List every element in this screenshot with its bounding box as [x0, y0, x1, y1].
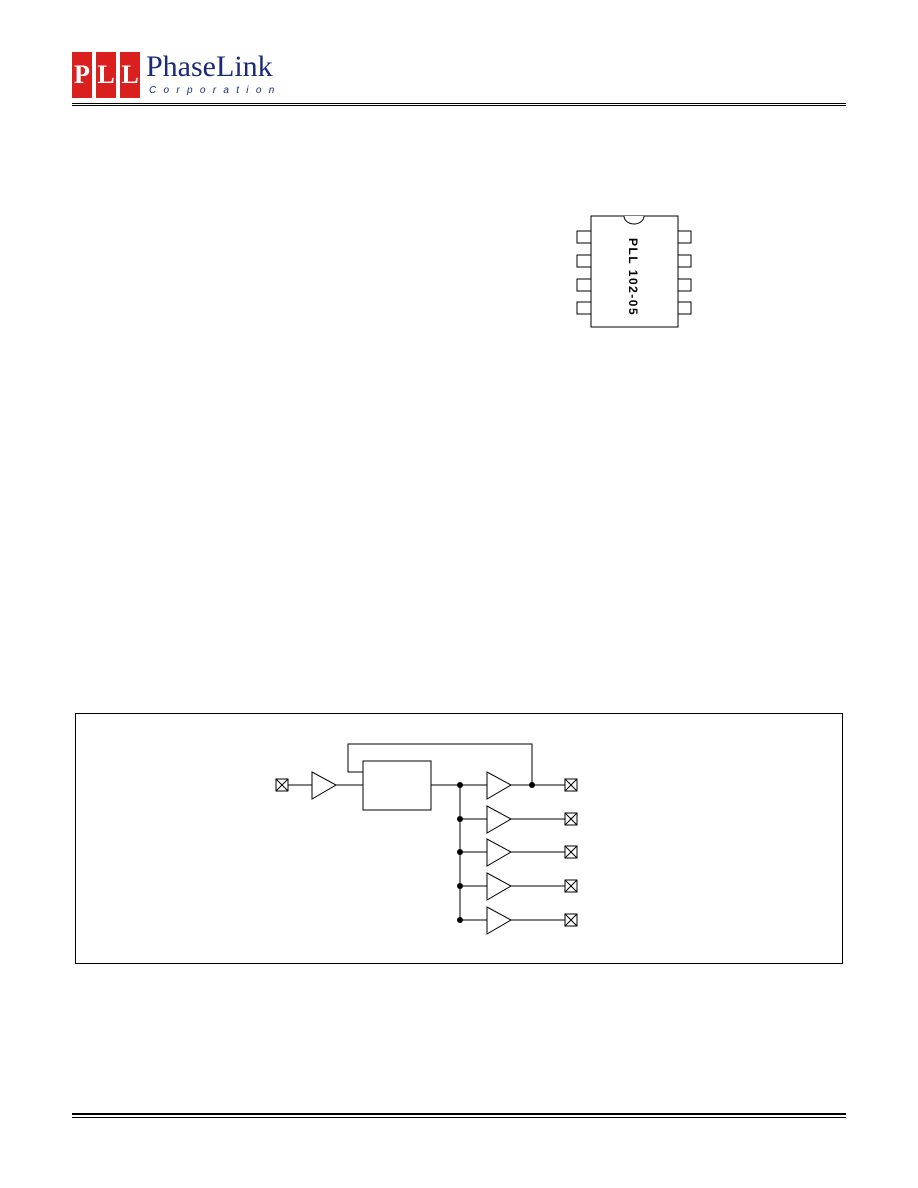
footer-rule-top	[72, 1113, 846, 1115]
output-pad-4-cross-2	[564, 879, 578, 893]
output-buffer-4	[486, 872, 513, 901]
package-pin-right-2	[677, 254, 692, 268]
logo-letter-l1: L	[96, 52, 116, 98]
package-pin-right-4	[677, 301, 692, 315]
package-pin-left-2	[576, 254, 592, 268]
package-pinout-diagram: PLL 102-05	[576, 215, 692, 328]
output-buffer-3	[486, 838, 513, 867]
package-body	[590, 215, 679, 328]
output-buffer-1	[486, 771, 513, 800]
output-buffer-2	[486, 805, 513, 834]
output-pad-3-cross-2	[564, 845, 578, 859]
block-diagram	[275, 743, 578, 935]
logo-letter-l2: L	[120, 52, 140, 98]
logo-company-subtitle: Corporation	[149, 85, 282, 96]
feedback-junction-dot	[529, 782, 535, 788]
input-buffer	[311, 771, 338, 800]
package-pin-right-1	[677, 230, 692, 244]
footer-rule-bottom	[72, 1117, 846, 1118]
feedback-wire	[347, 743, 533, 785]
header-rule-bottom	[72, 105, 846, 106]
package-pin-left-1	[576, 230, 592, 244]
header-rule-top	[72, 103, 846, 104]
package-notch	[623, 215, 645, 225]
output-buffer-5	[486, 906, 513, 935]
package-pin-right-3	[677, 278, 692, 292]
junction-dot-3	[457, 849, 463, 855]
junction-dot-5	[457, 917, 463, 923]
junction-dot-1	[457, 782, 463, 788]
package-pin-left-4	[576, 301, 592, 315]
company-logo: P L L PhaseLink Corporation	[72, 50, 302, 100]
output-pad-1-cross-2	[564, 778, 578, 792]
block-diagram-frame	[75, 713, 843, 964]
junction-dot-2	[457, 816, 463, 822]
output-pad-2-cross-2	[564, 812, 578, 826]
pll-block	[362, 760, 432, 811]
package-pin-left-3	[576, 278, 592, 292]
package-part-label: PLL 102-05	[626, 238, 640, 316]
logo-company-name: PhaseLink	[146, 50, 273, 83]
output-pad-5-cross-2	[564, 913, 578, 927]
junction-dot-4	[457, 883, 463, 889]
logo-letter-p: P	[72, 52, 92, 98]
input-pad-cross-2	[275, 778, 289, 792]
